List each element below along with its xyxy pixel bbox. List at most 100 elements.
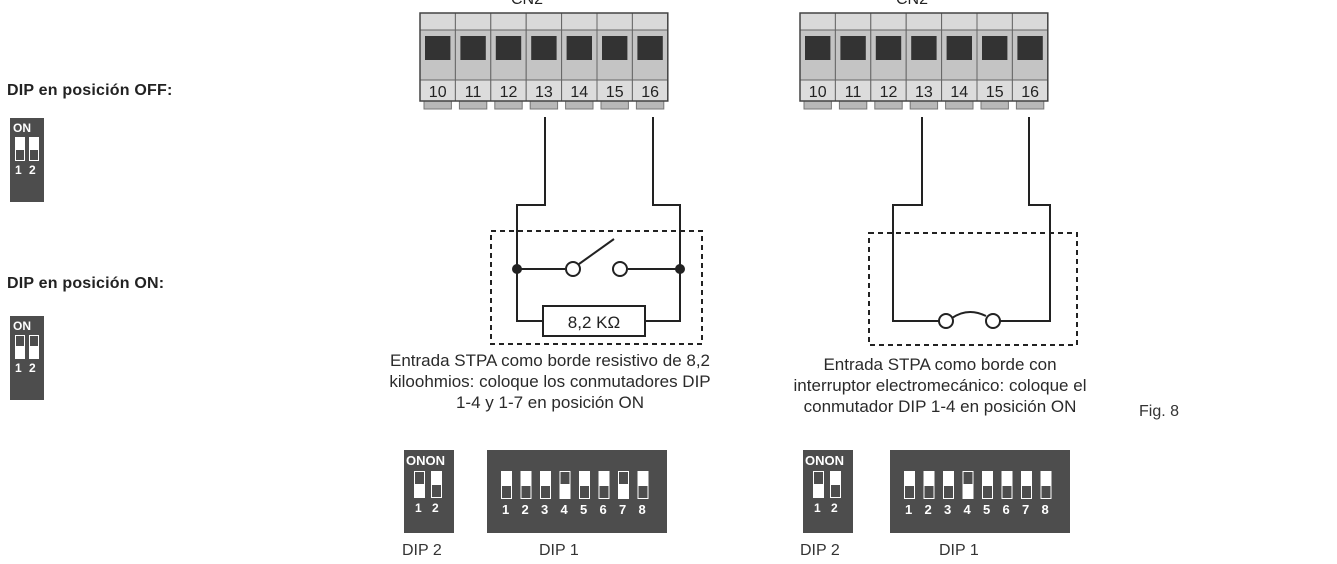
- junction-left-b: [675, 264, 685, 274]
- terminal-screw: [911, 36, 937, 60]
- terminal-pin: [945, 100, 974, 110]
- switch-contact-left-a: [565, 261, 581, 277]
- terminal-screw: [495, 36, 522, 60]
- terminal-pin: [494, 100, 523, 110]
- dip1-knob: [580, 486, 589, 498]
- terminal-screw: [425, 36, 451, 60]
- dip1-number: 3: [944, 502, 951, 517]
- dip-on-num-1: 1: [15, 361, 22, 375]
- terminal-screw-housing: [799, 12, 836, 31]
- terminal-pin: [423, 100, 452, 110]
- dip1-number: 2: [522, 502, 529, 517]
- dip1-knob: [521, 486, 531, 498]
- circuit-left: [490, 117, 703, 345]
- dip1-slot: [1040, 471, 1052, 499]
- terminal-screw-housing: [834, 12, 872, 31]
- dip1-slot: [618, 471, 629, 499]
- terminal-number: 15: [986, 84, 1004, 101]
- terminal-screw-housing: [454, 12, 492, 31]
- dip1-number: 5: [983, 502, 990, 517]
- resistor-label: 8,2 KΩ: [568, 313, 620, 332]
- terminal-number: 14: [950, 84, 968, 101]
- dip1-number: 8: [639, 502, 646, 517]
- dip2-label-left: DIP 2: [402, 542, 442, 559]
- junction-left-a: [512, 264, 522, 274]
- dip-on-knob-2: [30, 336, 38, 346]
- dip1-number: 6: [1003, 502, 1010, 517]
- terminal-number: 15: [606, 84, 624, 101]
- dip1-label-left: DIP 1: [539, 542, 579, 559]
- dip2-on-text: ONON: [805, 453, 844, 468]
- terminal-screw-housing: [525, 12, 563, 31]
- terminal-screw: [460, 36, 486, 60]
- dip2-slot: [431, 471, 442, 498]
- dip2-knob: [432, 485, 441, 497]
- dip1-slot: [1021, 471, 1032, 499]
- dip-off-num-2: 2: [29, 163, 36, 177]
- wire-left-13: [516, 117, 546, 322]
- dip2-slot: [813, 471, 824, 498]
- terminal-screw: [531, 36, 557, 60]
- dip1-slot: [579, 471, 590, 499]
- dip-on-knob-1: [16, 336, 24, 346]
- dip1-knob: [560, 472, 570, 484]
- terminal-screw-housing: [1011, 12, 1049, 31]
- dip2-number: 1: [415, 501, 422, 515]
- dip1-number: 4: [964, 502, 972, 517]
- dip1-knob: [599, 486, 609, 498]
- dip-off-on-word: ON: [13, 121, 31, 135]
- cn2-label-left: CN2: [511, 0, 543, 8]
- dip1-knob: [502, 486, 511, 498]
- terminal-screw-housing: [490, 12, 527, 31]
- terminal-number: 12: [500, 84, 518, 101]
- dip2-label-right: DIP 2: [800, 542, 840, 559]
- terminal-screw-housing: [561, 12, 598, 31]
- terminal-outline: [799, 12, 1049, 102]
- dip2-slot: [830, 471, 841, 498]
- dip-off-title: DIP en posición OFF:: [7, 82, 173, 99]
- terminal-screw-housing: [596, 12, 633, 31]
- caption-left-line: 1-4 y 1-7 en posición ON: [455, 393, 645, 412]
- caption-right-line: conmutador DIP 1-4 en posición ON: [803, 397, 1077, 416]
- terminal-number: 14: [570, 84, 588, 101]
- dip2-knob: [415, 472, 424, 484]
- dip2-number: 2: [831, 501, 838, 515]
- dip1-slot: [540, 471, 551, 499]
- dip1-slot: [962, 471, 974, 499]
- terminal-pin: [600, 100, 629, 110]
- dip1-number: 2: [925, 502, 932, 517]
- circuit-right: [868, 117, 1078, 346]
- terminal-pin: [635, 100, 665, 110]
- dip2-number: 2: [432, 501, 439, 515]
- wire-left-16: [645, 117, 681, 322]
- dip-on-on-word: ON: [13, 319, 31, 333]
- terminal-pin: [529, 100, 559, 110]
- terminal-number: 11: [845, 84, 862, 101]
- dip1-slot: [923, 471, 935, 499]
- dip1-knob: [638, 486, 648, 498]
- terminal-screw-housing: [905, 12, 943, 31]
- terminal-number: 10: [429, 84, 447, 101]
- caption-right: Entrada STPA como borde con interruptor …: [750, 354, 1130, 417]
- switch-contact-left-b: [612, 261, 628, 277]
- dip-off-example: ON 1 2: [10, 118, 44, 202]
- dip1-number: 3: [541, 502, 548, 517]
- terminal-screw: [637, 36, 663, 60]
- dip2-number: 1: [814, 501, 821, 515]
- dip1-slot: [520, 471, 532, 499]
- terminal-number: 10: [809, 84, 827, 101]
- dip1-slot: [1001, 471, 1013, 499]
- dip1-body: [890, 450, 1070, 533]
- dip-off-knob-2: [30, 150, 38, 160]
- dip2-on-text: ONON: [406, 453, 445, 468]
- dip1-number: 1: [905, 502, 912, 517]
- wire-right-16: [1000, 117, 1051, 322]
- switch-lever-left: [578, 238, 615, 265]
- terminal-number: 13: [535, 84, 553, 101]
- caption-left: Entrada STPA como borde resistivo de 8,2…: [340, 350, 760, 413]
